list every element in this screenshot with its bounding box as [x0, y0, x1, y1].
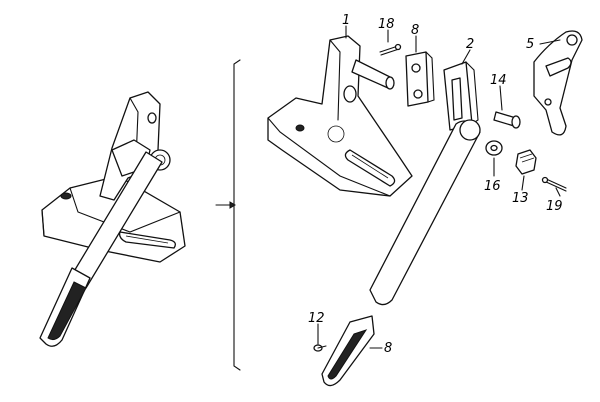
part-8-plate: [405, 51, 435, 107]
callout-8-plate: 8: [411, 23, 419, 38]
group-bracket: [215, 59, 241, 371]
part-19-split-pin: [541, 176, 567, 192]
callout-12: 12: [308, 311, 325, 326]
callout-1: 1: [342, 13, 350, 28]
leader-lines: [317, 25, 561, 349]
callout-13: 13: [512, 191, 529, 206]
part-12-screw: [313, 344, 327, 352]
part-18-split-pin: [379, 43, 402, 56]
part-8-handle-grip: [321, 315, 375, 387]
callout-19: 19: [546, 199, 563, 214]
base-hole: [60, 192, 72, 200]
callout-14: 14: [490, 73, 507, 88]
part-16-washer: [485, 140, 503, 156]
callout-8-grip: 8: [384, 341, 392, 356]
bracket-hole: [147, 112, 157, 124]
part-14-bolt: [493, 111, 521, 129]
callout-numbers: 1 18 8 2 5 14 16 13 19 12 8: [308, 13, 563, 356]
part-5-latch-hook: [533, 30, 583, 136]
assembled-base-slot: [118, 231, 176, 249]
part-2-lever: [369, 61, 481, 306]
assembled-grip: [47, 281, 87, 341]
callout-18: 18: [378, 17, 395, 32]
part-1-bracket-base: [267, 35, 413, 197]
callout-2: 2: [466, 37, 474, 52]
callout-5: 5: [526, 37, 534, 52]
assembled-hitch-view: [39, 91, 186, 347]
callout-16: 16: [484, 179, 501, 194]
part-13-castle-nut: [515, 149, 537, 175]
